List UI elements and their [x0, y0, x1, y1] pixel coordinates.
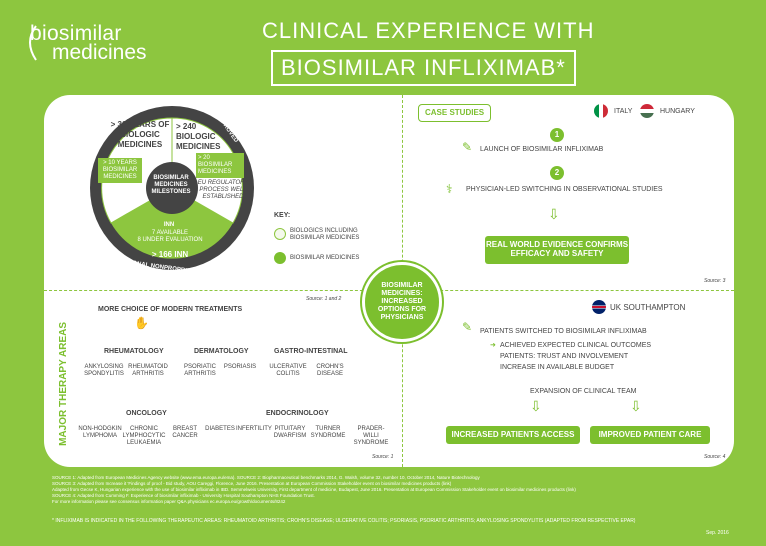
uk-flag-icon — [592, 300, 606, 314]
gastro-a: ULCERATIVE COLITIS — [269, 364, 307, 377]
uk-bullet-1: ACHIEVED EXPECTED CLINICAL OUTCOMES — [500, 342, 652, 349]
key-biosimilar-swatch — [274, 252, 286, 264]
step-2-badge: 2 — [550, 166, 564, 180]
logo-line1: biosimilar — [30, 22, 122, 45]
source-3: Source: 3 — [704, 278, 726, 284]
wheel-biologic-count: > 240 BIOLOGIC MEDICINES — [176, 122, 221, 151]
step-2-text: PHYSICIAN-LED SWITCHING IN OBSERVATIONAL… — [466, 186, 663, 193]
key-title: KEY: — [274, 212, 291, 219]
center-circle-text: BIOSIMILAR MEDICINES: INCREASED OPTIONS … — [377, 282, 427, 321]
rheum-b: RHEUMATOID ARTHRITIS — [128, 364, 168, 377]
person-icon: ✋ — [134, 316, 149, 330]
arrow-down-right-icon: ⇩ — [630, 398, 642, 414]
wheel-biologic-years: > 30 YEARS OF BIOLOGIC MEDICINES — [110, 120, 170, 149]
endo-c: PITUITARY DWARFISM — [273, 426, 307, 439]
italy-flag-icon — [594, 104, 608, 118]
source-1: Source: 1 — [372, 454, 394, 460]
hungary-label: HUNGARY — [660, 108, 695, 115]
footer-sources: SOURCE 1: Adapted from European Medicine… — [52, 475, 732, 505]
wheel-center-text: BIOSIMILAR MEDICINES MILESTONES — [151, 175, 191, 195]
footer-s1: SOURCE 1: Adapted from European Medicine… — [52, 475, 480, 480]
wheel-center — [146, 162, 198, 214]
center-circle — [362, 262, 442, 342]
uk-bullet-3: INCREASE IN AVAILABLE BUDGET — [500, 364, 615, 371]
wheel-inn-total: > 166 INN — [151, 250, 189, 259]
access-box: INCREASED PATIENTS ACCESS — [446, 426, 580, 444]
onc-a: NON-HODGKIN LYMPHOMA — [78, 426, 122, 439]
uk-bullet-2: PATIENTS: TRUST AND INVOLVEMENT — [500, 353, 629, 360]
doctor-icon: ⚕ — [446, 182, 453, 196]
logo-line2: medicines — [52, 41, 147, 64]
wheel-biosimilar-count: > 20 BIOSIMILAR MEDICINES — [196, 153, 244, 178]
therapy-vertical-label: MAJOR THERAPY AREAS — [58, 322, 69, 446]
footer-s3b: Adapted from Gecse K, Hungarian experien… — [52, 487, 576, 492]
gastro: GASTRO-INTESTINAL — [274, 348, 348, 355]
italy-label: ITALY — [614, 108, 633, 115]
endo-d: TURNER SYNDROME — [310, 426, 346, 439]
derm-b: PSORIASIS — [223, 364, 257, 370]
key-biologics-label: BIOLOGICS INCLUDING BIOSIMILAR MEDICINES — [290, 228, 360, 241]
wheel-inn-title: INN — [163, 222, 175, 228]
case-studies-title: CASE STUDIES — [418, 104, 492, 122]
dermatology: DERMATOLOGY — [194, 348, 249, 355]
rheum-a: ANKYLOSING SPONDYLITIS — [84, 364, 124, 377]
wheel-eu-process: EU REGULATORY PROCESS WELL ESTABLISHED — [197, 180, 249, 200]
page-title: CLINICAL EXPERIENCE WITH — [262, 18, 595, 43]
source-1-2: Source: 1 and 2 — [306, 296, 342, 302]
endo-b: INFERTILITY — [236, 426, 272, 432]
arrow-down-left-icon: ⇩ — [530, 398, 542, 414]
oncology: ONCOLOGY — [126, 410, 167, 417]
endocrinology: ENDOCRINOLOGY — [266, 410, 329, 417]
evidence-box: REAL WORLD EVIDENCE CONFIRMS EFFICACY AN… — [485, 236, 629, 264]
arrow-down-icon: ⇩ — [548, 206, 560, 222]
key-biologics-swatch — [274, 228, 286, 240]
uk-switched: PATIENTS SWITCHED TO BIOSIMILAR INFLIXIM… — [480, 328, 647, 335]
key-biosimilar-label: BIOSIMILAR MEDICINES — [290, 255, 360, 261]
page-subtitle: BIOSIMILAR INFLIXIMAB* — [271, 50, 576, 86]
syringe-icon: ✎ — [462, 140, 473, 154]
onc-b: CHRONIC LYMPHOCYTIC LEUKAEMIA — [122, 426, 166, 446]
rheumatology: RHEUMATOLOGY — [104, 348, 164, 355]
derm-a: PSORIATIC ARTHRITIS — [184, 364, 216, 377]
uk-expansion: EXPANSION OF CLINICAL TEAM — [530, 388, 637, 395]
onc-c: BREAST CANCER — [172, 426, 198, 439]
vial-icon: ✎ — [462, 320, 473, 334]
logo: biosimilar medicines — [29, 22, 147, 65]
wheel-biosimilar-years: > 10 YEARS BIOSIMILAR MEDICINES — [98, 158, 142, 183]
uk-title: UK SOUTHAMPTON — [610, 303, 686, 312]
logo-arc-icon — [29, 25, 37, 61]
footer-date: Sep. 2016 — [706, 530, 729, 536]
footer-s3: SOURCE 3: Adapted from Increase it 'Find… — [52, 481, 452, 486]
arrow-icon: ➜ — [490, 342, 496, 349]
more-choice: MORE CHOICE OF MODERN TREATMENTS — [98, 306, 243, 313]
endo-a: DIABETES — [205, 426, 235, 432]
step-1-text: LAUNCH OF BIOSIMILAR INFLIXIMAB — [480, 146, 604, 153]
care-box: IMPROVED PATIENT CARE — [590, 426, 710, 444]
wheel-inn-evaluation: 8 UNDER EVALUATION — [137, 237, 203, 243]
endo-e: PRADER-WILLI SYNDROME — [353, 426, 389, 446]
footer-note: * INFLIXIMAB IS INDICATED IN THE FOLLOWI… — [52, 518, 636, 524]
milestones-wheel — [90, 106, 254, 270]
footer-s4: SOURCE 4: Adapted from Cumming F. Experi… — [52, 493, 315, 498]
hungary-flag-icon — [640, 104, 654, 118]
step-1-badge: 1 — [550, 128, 564, 142]
gastro-b: CROHN'S DISEASE — [316, 364, 344, 377]
footer-s4b: For more information please see consensu… — [52, 499, 286, 504]
source-4: Source: 4 — [704, 454, 726, 460]
wheel-inn-available: 7 AVAILABLE — [151, 230, 189, 236]
